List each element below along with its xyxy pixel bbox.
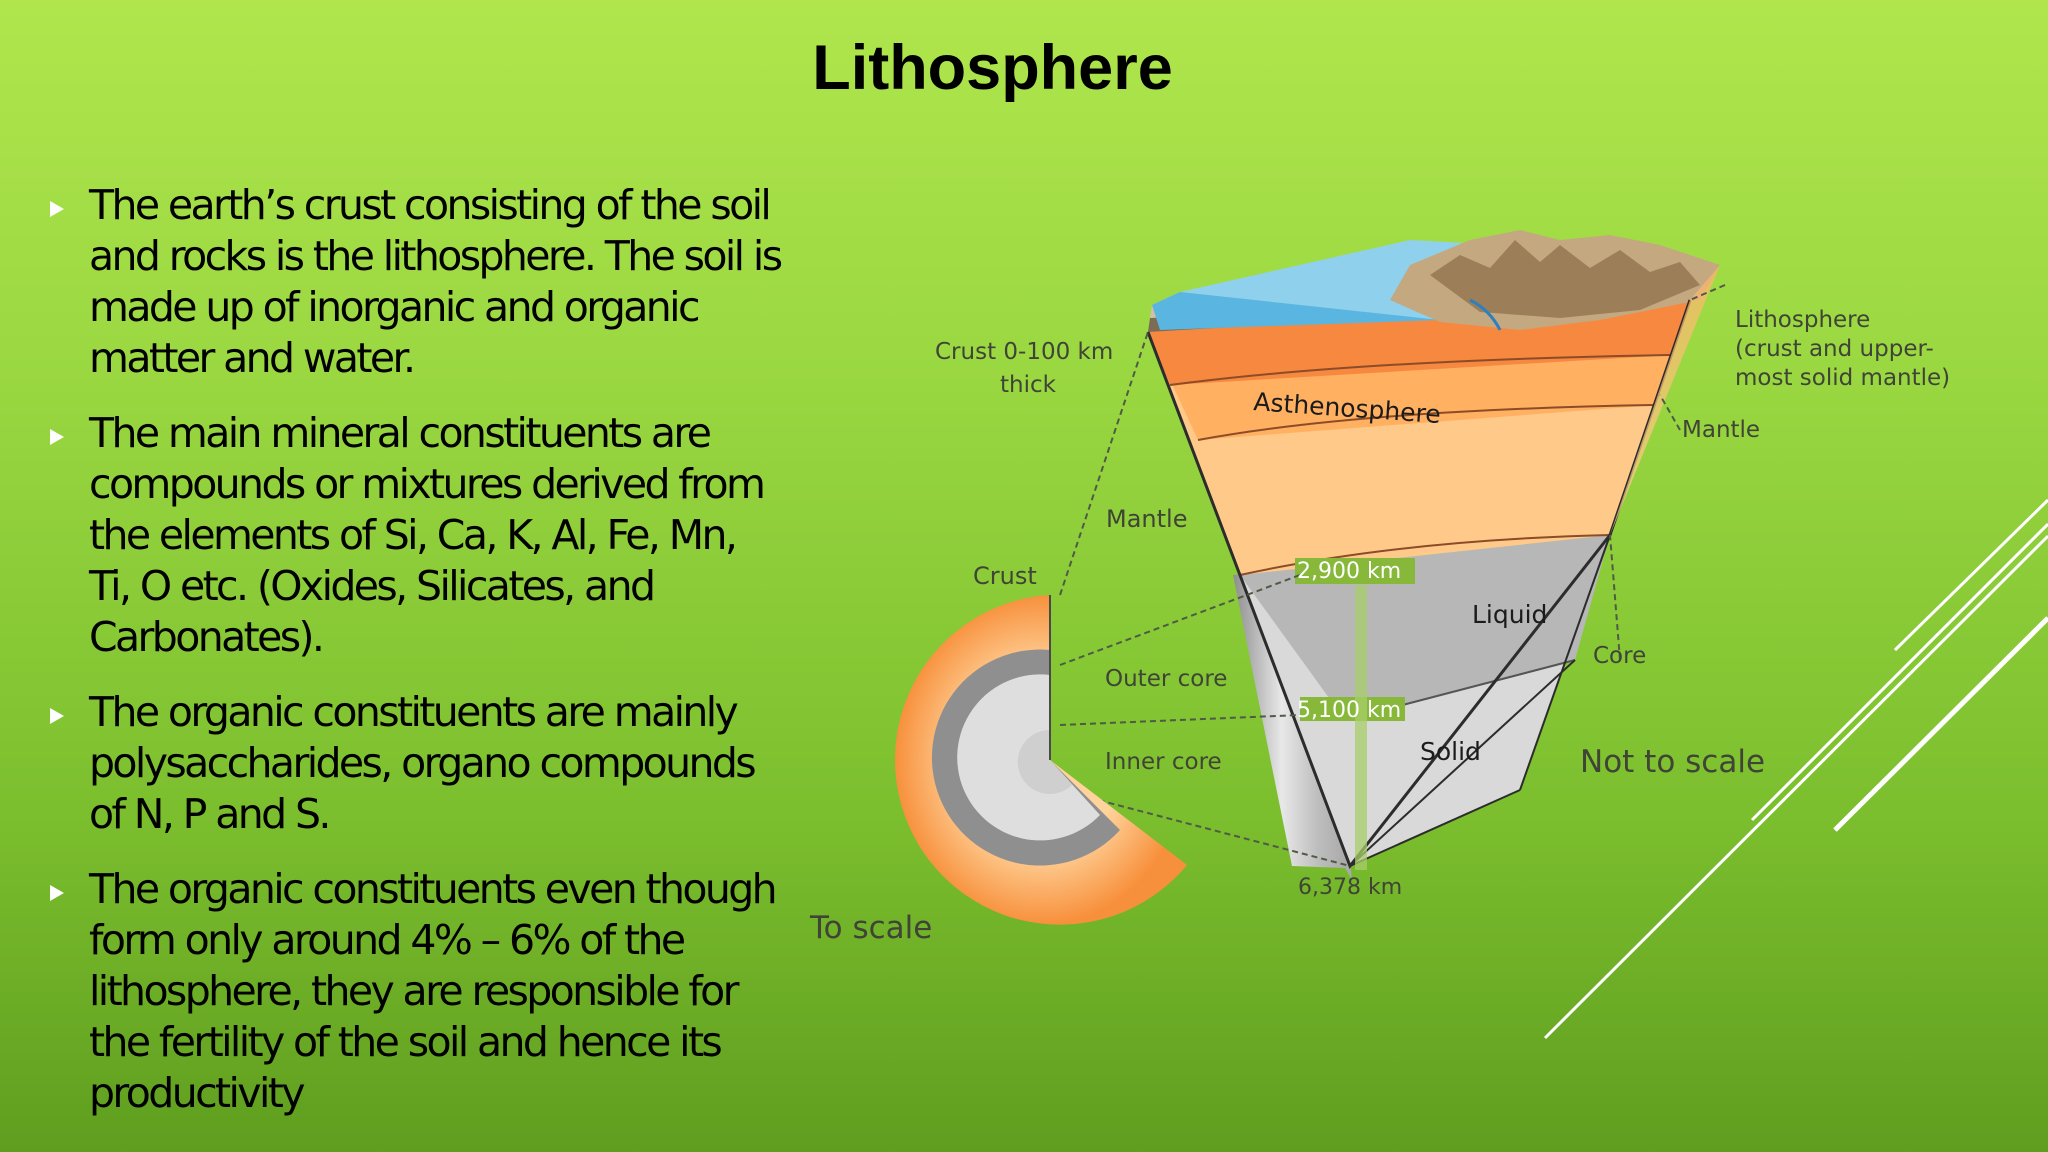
bullet-text: The main mineral constituents are compou…	[89, 409, 766, 661]
core-label: Core	[1593, 643, 1646, 669]
to-scale-label: To scale	[809, 910, 932, 946]
bullet-list: The earth’s crust consisting of the soil…	[46, 180, 846, 1143]
mantle-right-label: Mantle	[1682, 417, 1760, 443]
leader-lines	[1059, 284, 1726, 867]
bullet-item: The main mineral constituents are compou…	[46, 408, 846, 663]
earth-half-section	[894, 595, 1187, 925]
bullet-item: The organic constituents even though for…	[46, 864, 846, 1119]
outer-core-label: Outer core	[1105, 666, 1227, 692]
solid-label: Solid	[1420, 737, 1481, 766]
depth-6378-label: 6,378 km	[1298, 875, 1402, 900]
liquid-label: Liquid	[1472, 600, 1547, 629]
slide-title: Lithosphere	[812, 33, 1173, 103]
bullet-item: The organic constituents are mainly poly…	[46, 687, 846, 840]
bullet-text: The earth’s crust consisting of the soil…	[89, 181, 783, 382]
inner-core-label: Inner core	[1105, 749, 1222, 775]
bullet-arrow-icon	[50, 201, 64, 217]
cone-cross-section	[1146, 230, 1720, 880]
bullet-arrow-icon	[50, 885, 64, 901]
crust-thickness-label: thick	[1000, 372, 1057, 398]
depth-2900-label: 2,900 km	[1297, 559, 1401, 584]
lithosphere-label: most solid mantle)	[1735, 365, 1950, 391]
crust-label: Crust	[973, 562, 1037, 590]
crust-thickness-label: Crust 0-100 km	[935, 339, 1113, 365]
bullet-item: The earth’s crust consisting of the soil…	[46, 180, 846, 384]
lithosphere-label: (crust and upper-	[1735, 336, 1934, 362]
mantle-left-label: Mantle	[1106, 505, 1187, 533]
bullet-arrow-icon	[50, 708, 64, 724]
bullet-arrow-icon	[50, 429, 64, 445]
lithosphere-label: Lithosphere	[1735, 307, 1870, 333]
not-to-scale-label: Not to scale	[1580, 744, 1765, 780]
bullet-text: The organic constituents are mainly poly…	[89, 688, 757, 838]
depth-5100-label: 5,100 km	[1297, 698, 1401, 723]
bullet-text: The organic constituents even though for…	[89, 865, 778, 1117]
